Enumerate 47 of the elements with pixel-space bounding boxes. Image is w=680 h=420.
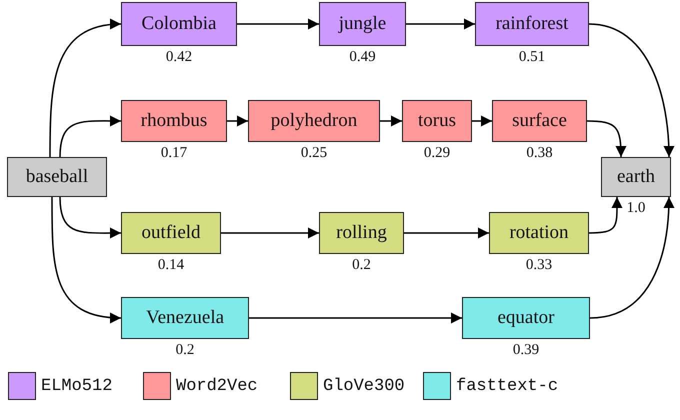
arrow (59, 115, 121, 158)
arrow (406, 18, 475, 30)
word-box: surface (492, 100, 587, 142)
word-box: polyhedron (248, 100, 380, 142)
similarity-score: 0.42 (166, 49, 192, 66)
arrow (237, 18, 319, 30)
similarity-score: 0.25 (300, 145, 328, 162)
legend-label: fasttext-c (456, 376, 558, 396)
similarity-score: 0.2 (176, 342, 194, 359)
arrow (59, 196, 121, 239)
arrow (588, 23, 674, 158)
word-box: baseball (7, 157, 107, 197)
arrow (221, 228, 319, 238)
similarity-score: 0.29 (424, 145, 450, 162)
word-box: Venezuela (121, 297, 249, 339)
word-box: equator (462, 297, 590, 339)
similarity-score: 0.49 (349, 49, 376, 66)
word-box: rotation (489, 212, 589, 254)
arrow (380, 116, 402, 126)
arrow (227, 116, 248, 126)
similarity-score: 0.38 (526, 145, 553, 162)
similarity-score: 0.2 (352, 257, 371, 274)
legend-label: Word2Vec (176, 376, 258, 396)
arrow (51, 197, 122, 323)
word-box: jungle (319, 2, 406, 46)
arrow (586, 120, 626, 158)
similarity-score: 0.33 (526, 257, 552, 274)
arrow (472, 116, 492, 126)
word-box: Colombia (121, 2, 237, 46)
word-box: rolling (319, 212, 404, 254)
similarity-score: 0.14 (158, 257, 184, 274)
similarity-score: 0.17 (160, 145, 188, 162)
arrow (404, 228, 489, 238)
word-box: earth (601, 157, 671, 197)
arrow (590, 196, 674, 319)
legend-label: GloVe300 (323, 376, 405, 396)
arrow (588, 197, 623, 234)
legend-label: ELMo512 (41, 376, 112, 396)
word-box: rhombus (121, 100, 227, 142)
arrow (49, 19, 122, 157)
arrow (249, 312, 462, 324)
similarity-score: 0.39 (512, 342, 540, 359)
word-box: rainforest (475, 2, 589, 46)
similarity-score: 1.0 (626, 200, 646, 217)
similarity-score: 0.51 (518, 49, 546, 66)
word-box: torus (402, 100, 472, 142)
word-box: outfield (121, 212, 221, 254)
